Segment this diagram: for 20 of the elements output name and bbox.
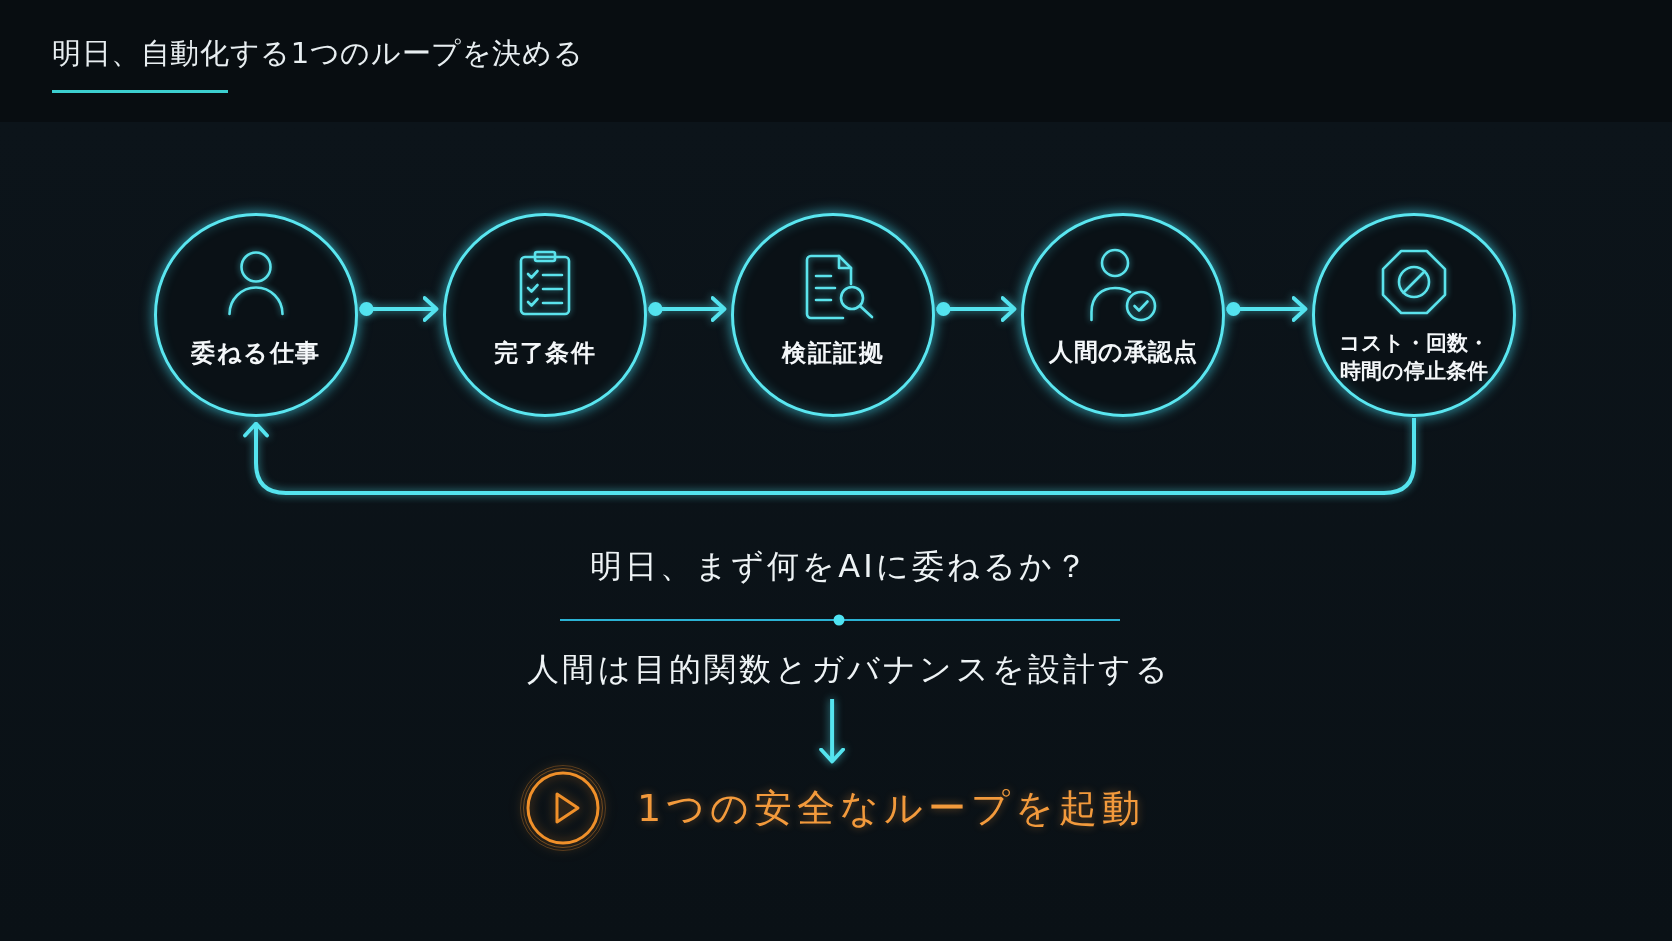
process-circle (731, 213, 935, 417)
arrow (1226, 296, 1308, 322)
question-text: 明日、まず何をAIに委ねるか？ (590, 546, 1090, 586)
node-label: 検証証拠 (782, 338, 884, 368)
node-label: コスト・回数・時間の停止条件 (1339, 330, 1489, 385)
title: 明日、自動化する1つのループを決める (52, 35, 584, 72)
arrow (648, 296, 727, 322)
loop-arrow (243, 418, 1416, 495)
arrow (359, 296, 439, 322)
process-circle (443, 213, 647, 417)
arrow (819, 699, 845, 764)
node-label: 完了条件 (494, 338, 596, 368)
process-circle (154, 213, 358, 417)
node-label: 委ねる仕事 (191, 338, 321, 368)
process-circle (1021, 213, 1225, 417)
statement-text: 人間は目的関数とガバナンスを設計する (527, 649, 1171, 689)
process-circle (1312, 213, 1516, 417)
action-text: 1つの安全なループを起動 (637, 785, 1146, 832)
arrow (936, 296, 1017, 322)
node-label: 人間の承認点 (1049, 337, 1197, 367)
